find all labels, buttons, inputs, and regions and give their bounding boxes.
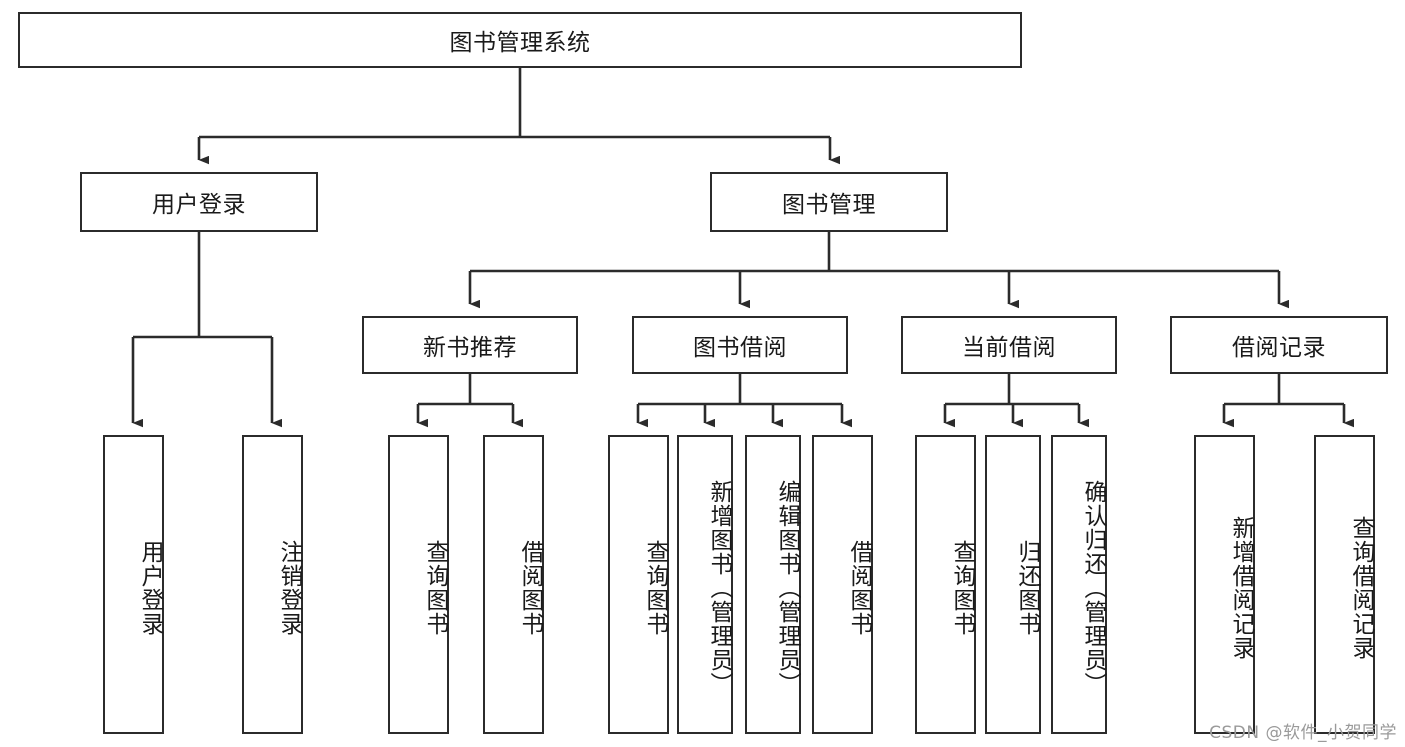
node-leaf-return-book-label: 归还图书 [1014, 539, 1040, 636]
node-leaf-query-record[interactable]: 查询借阅记录 [1314, 435, 1375, 734]
csdn-watermark: CSDN @软件_小贺同学 [1209, 723, 1397, 743]
node-current-borrow-label: 当前借阅 [962, 335, 1056, 361]
node-leaf-query-book-3-label: 查询图书 [949, 539, 975, 636]
node-book-manage-label: 图书管理 [782, 192, 876, 218]
node-leaf-logout-label: 注销登录 [276, 539, 302, 636]
node-book-manage[interactable]: 图书管理 [710, 172, 948, 232]
node-leaf-return-book[interactable]: 归还图书 [985, 435, 1041, 734]
node-leaf-user-login[interactable]: 用户登录 [103, 435, 164, 734]
node-leaf-query-book-2-label: 查询图书 [642, 539, 668, 636]
node-book-borrow-label: 图书借阅 [693, 335, 787, 361]
node-leaf-query-record-label: 查询借阅记录 [1348, 515, 1374, 660]
node-book-borrow[interactable]: 图书借阅 [632, 316, 848, 374]
node-leaf-edit-book[interactable]: 编辑图书（管理员） [745, 435, 801, 734]
node-leaf-query-book-2[interactable]: 查询图书 [608, 435, 669, 734]
node-borrow-record-label: 借阅记录 [1232, 335, 1326, 361]
node-leaf-confirm-return[interactable]: 确认归还（管理员） [1051, 435, 1107, 734]
node-leaf-add-book-label: 新增图书（管理员） [706, 479, 732, 696]
node-leaf-borrow-book-1[interactable]: 借阅图书 [483, 435, 544, 734]
node-leaf-borrow-book-1-label: 借阅图书 [517, 539, 543, 636]
node-new-book-recommend[interactable]: 新书推荐 [362, 316, 578, 374]
node-leaf-query-book-3[interactable]: 查询图书 [915, 435, 976, 734]
node-leaf-borrow-book-2-label: 借阅图书 [846, 539, 872, 636]
node-borrow-record[interactable]: 借阅记录 [1170, 316, 1388, 374]
node-leaf-query-book-1[interactable]: 查询图书 [388, 435, 449, 734]
node-leaf-add-record-label: 新增借阅记录 [1228, 515, 1254, 660]
node-leaf-borrow-book-2[interactable]: 借阅图书 [812, 435, 873, 734]
node-leaf-confirm-return-label: 确认归还（管理员） [1080, 479, 1106, 696]
node-leaf-edit-book-label: 编辑图书（管理员） [774, 479, 800, 696]
node-root[interactable]: 图书管理系统 [18, 12, 1022, 68]
node-leaf-query-book-1-label: 查询图书 [422, 539, 448, 636]
node-leaf-add-record[interactable]: 新增借阅记录 [1194, 435, 1255, 734]
node-leaf-add-book[interactable]: 新增图书（管理员） [677, 435, 733, 734]
node-user-login-label: 用户登录 [152, 192, 246, 218]
node-root-label: 图书管理系统 [449, 30, 591, 56]
node-current-borrow[interactable]: 当前借阅 [901, 316, 1117, 374]
node-user-login[interactable]: 用户登录 [80, 172, 318, 232]
node-new-book-recommend-label: 新书推荐 [423, 335, 517, 361]
node-leaf-logout[interactable]: 注销登录 [242, 435, 303, 734]
node-leaf-user-login-label: 用户登录 [137, 539, 163, 636]
